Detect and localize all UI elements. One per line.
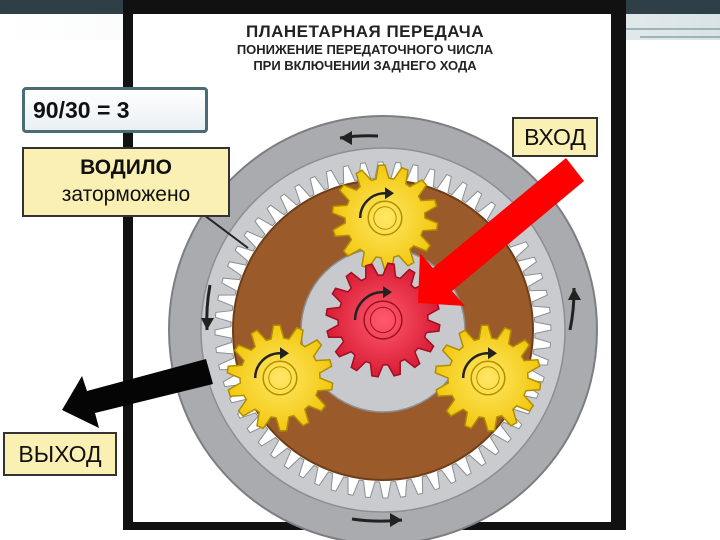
rotation-arrow-icon [568,287,581,331]
decor-line [640,36,720,38]
carrier-label-state: заторможено [61,183,191,206]
planet-gear-top-bore [373,206,397,230]
output-label-box: ВЫХОД [3,432,117,476]
title-sub-line-2: ПРИ ВКЛЮЧЕНИИ ЗАДНЕГО ХОДА [253,58,477,73]
rotation-arrow-head [385,187,394,200]
rotation-arrow-head [280,347,289,360]
rotation-arrow-icon [461,351,489,379]
rotation-arrow-head [488,347,497,360]
input-label-box: ВХОД [512,117,598,157]
rotation-arrow-head [383,286,392,299]
planet-gear-right-hub [470,360,506,396]
rotation-arrow-icon [339,131,379,145]
output-arrow [62,359,213,428]
carrier-label-title: ВОДИЛО [80,156,172,179]
sun-gear [325,262,441,378]
planet-gear-top-teeth [331,164,439,272]
rotation-arrow-icon [351,513,403,527]
input-arrow [418,158,584,306]
title-sub-line-1: ПОНИЖЕНИЕ ПЕРЕДАТОЧНОГО ЧИСЛА [236,42,494,57]
planet-gear-left-hub [262,360,298,396]
diagram-title: ПЛАНЕТАРНАЯ ПЕРЕДАЧА ПОНИЖЕНИЕ ПЕРЕДАТОЧ… [180,22,550,74]
planet-gear-top [331,164,439,272]
title-main: ПЛАНЕТАРНАЯ ПЕРЕДАЧА [245,22,484,41]
planet-gear-right-bore [476,366,500,390]
planet-gear-top-hub [367,200,403,236]
gears-group [226,164,542,432]
planet-gear-left-bore [268,366,292,390]
rotation-arrow-icon [353,290,384,321]
sun-gear-bore [369,306,397,334]
rotation-arrow-icon [253,351,281,379]
ratio-formula-box: 90/30 = 3 [22,87,208,133]
planet-gear-left [226,324,334,432]
carrier-label-box: ВОДИЛО заторможено [22,147,230,217]
planet-gear-right [434,324,542,432]
planet-gear-left-teeth [226,324,334,432]
rotation-arrow-icon [358,191,386,219]
carrier-leader-line [199,211,249,249]
decor-line [560,28,720,30]
sun-gear-hub [363,300,403,340]
arrow-down-left-icon [62,359,213,428]
arrow-down-left-icon [418,158,584,306]
planet-gear-right-teeth [434,324,542,432]
sun-gear-teeth [325,262,441,378]
rotation-arrow-icon [201,284,214,331]
